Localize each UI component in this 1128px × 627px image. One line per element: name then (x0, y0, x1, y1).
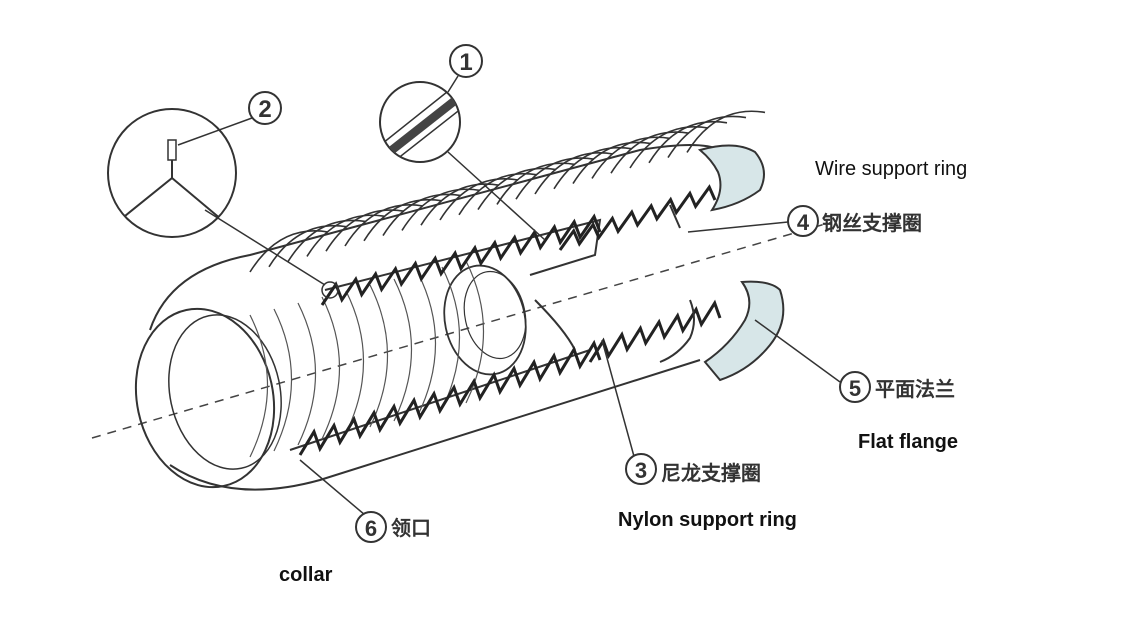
leader-lines (299, 221, 841, 516)
detail-circle-1 (379, 75, 546, 241)
detail-circle-2 (107, 108, 339, 299)
collar-ring (134, 307, 276, 489)
outer-wraps (249, 110, 766, 273)
svg-text:6: 6 (365, 516, 377, 541)
svg-text:1: 1 (459, 49, 472, 76)
callout-1: 1 (449, 44, 483, 78)
flat-flange-shape (703, 280, 785, 382)
wire-helix-top (320, 184, 717, 306)
wire-support-ring-label: Wire support ring (815, 158, 967, 180)
callout-5: 5 平面法兰 (839, 371, 955, 403)
svg-text:5: 5 (849, 376, 861, 401)
callout-3-cn-label: 尼龙支撑圈 (661, 461, 761, 485)
callout-6: 6 领口 (355, 511, 431, 543)
callout-6-cn-label: 领口 (391, 516, 431, 540)
callout-4: 4 钢丝支撑圈 (787, 205, 922, 237)
callout-2: 2 (248, 91, 282, 125)
wire-helix-bottom (298, 299, 722, 456)
svg-text:4: 4 (797, 210, 810, 235)
interior-rings (249, 260, 484, 458)
center-axis (91, 221, 833, 439)
wire-support-ring-shape (697, 144, 765, 212)
callout-4-cn-label: 钢丝支撑圈 (822, 211, 922, 235)
flat-flange-label: Flat flange (858, 431, 958, 453)
nylon-support-ring-label: Nylon support ring (618, 509, 797, 531)
callout-5-cn-label: 平面法兰 (875, 377, 955, 401)
svg-text:3: 3 (635, 458, 647, 483)
callout-3: 3 尼龙支撑圈 (625, 453, 761, 485)
collar-label: collar (279, 564, 333, 586)
svg-text:2: 2 (258, 96, 271, 123)
